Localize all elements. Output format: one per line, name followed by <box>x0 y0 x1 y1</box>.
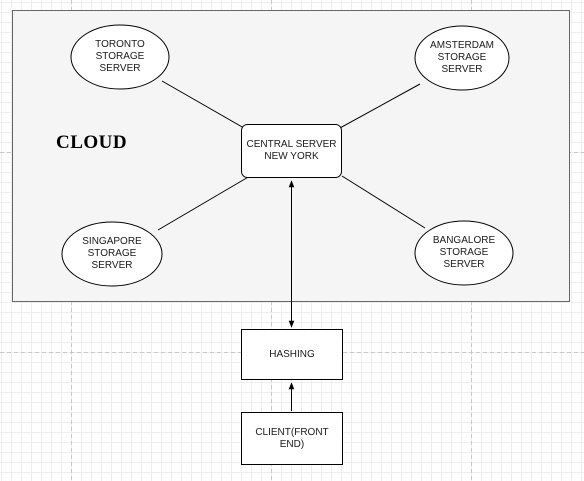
toronto-storage-label: TORONTO STORAGE SERVER <box>95 39 145 74</box>
client-node[interactable] <box>241 412 343 465</box>
hashing-label: HASHING <box>269 348 315 360</box>
singapore-storage-node[interactable] <box>61 221 163 287</box>
toronto-storage-node[interactable] <box>70 24 170 90</box>
amsterdam-storage-label: AMSTERDAM STORAGE SERVER <box>430 40 494 75</box>
client-label: CLIENT(FRONT END) <box>255 426 329 450</box>
connector-toronto-central[interactable] <box>161 80 245 129</box>
connector-bangalore-central[interactable] <box>341 175 426 229</box>
bangalore-storage-label: BANGALORE STORAGE SERVER <box>432 235 496 270</box>
hashing-node[interactable] <box>241 329 343 380</box>
cloud-label: CLOUD <box>56 132 128 153</box>
amsterdam-storage-node[interactable] <box>414 25 510 91</box>
bangalore-storage-node[interactable] <box>414 220 514 286</box>
singapore-storage-label: SINGAPORE STORAGE SERVER <box>82 236 142 271</box>
central-server-label: CENTRAL SERVER NEW YORK <box>246 138 337 162</box>
central-server-node[interactable] <box>241 124 342 178</box>
connector-amsterdam-central[interactable] <box>339 83 421 129</box>
connector-singapore-central[interactable] <box>157 175 251 231</box>
